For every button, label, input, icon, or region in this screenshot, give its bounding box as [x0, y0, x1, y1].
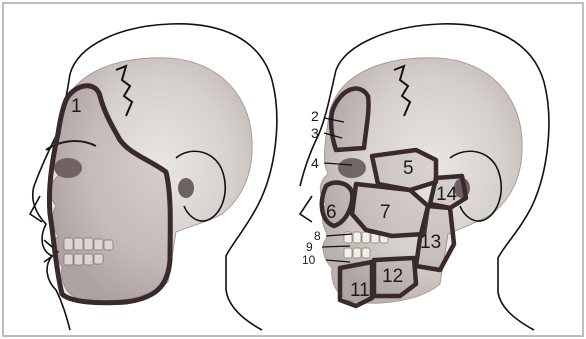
region-label-5: 5: [403, 158, 414, 179]
region-label-11: 11: [350, 280, 370, 301]
callout-label-3: 3: [311, 125, 319, 141]
region-label-13: 13: [420, 232, 441, 253]
callout-label-10: 10: [302, 253, 316, 267]
region-2-3-boundary: [331, 89, 368, 150]
callout-label-9: 9: [306, 240, 313, 254]
callout-label-8: 8: [314, 229, 321, 243]
left-ear-canal: [178, 178, 194, 198]
region-label-12: 12: [382, 266, 403, 287]
region-label-6: 6: [326, 202, 337, 223]
region-label-1: 1: [71, 96, 82, 117]
callout-label-2: 2: [311, 108, 319, 124]
right-eye-socket: [338, 158, 366, 178]
region-label-7: 7: [380, 202, 391, 223]
region-label-14: 14: [436, 184, 458, 205]
callout-label-4: 4: [311, 155, 319, 171]
